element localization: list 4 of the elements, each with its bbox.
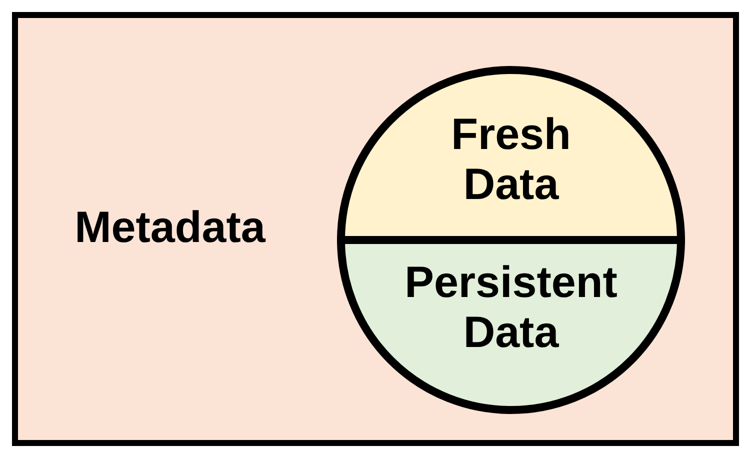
section-label: Persistent Data	[404, 258, 618, 358]
box-label: Metadata	[74, 203, 267, 253]
outer-box	[12, 12, 739, 446]
section-label: Fresh Data	[450, 110, 572, 210]
